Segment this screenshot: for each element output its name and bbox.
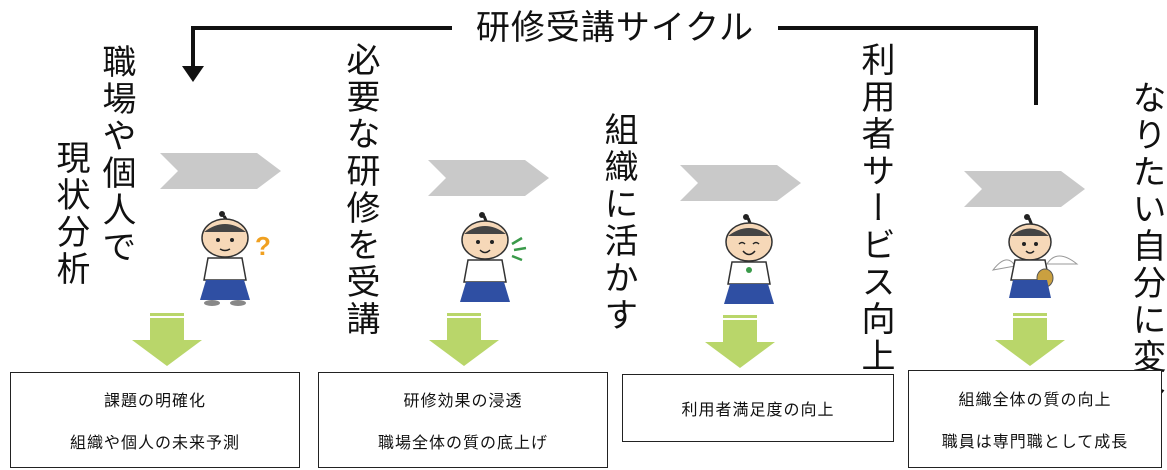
outcome-box-4: 組織全体の質の向上 職員は専門職として成長 [908,370,1162,468]
character-cheering [460,212,527,302]
outcome-box-1: 課題の明確化 組織や個人の未来予測 [10,372,300,468]
stage-text-3: 組織に活かす [598,112,638,334]
stage-text-2: 必要な研修を受講 [340,42,380,338]
cycle-arrow [182,26,1038,105]
stage-text-1b: 現状分析 [50,140,90,288]
character-thinking: ? [200,211,271,306]
stage-text-1: 職場や個人で [96,44,136,266]
outcome-box-1-line1: 課題の明確化 [103,391,206,410]
cycle-title: 研修受講サイクル [452,4,778,52]
down-arrow-4 [995,313,1065,366]
chevron-arrow-2 [428,160,549,196]
outcome-box-3-line1: 利用者満足度の向上 [681,400,835,419]
outcome-box-3: 利用者満足度の向上 [622,374,894,442]
character-smiling [724,214,774,304]
outcome-box-1-line2: 組織や個人の未来予測 [69,433,240,452]
chevron-arrow-1 [160,153,281,189]
character-winged [991,214,1079,298]
chevron-arrows [160,153,1085,207]
outcome-box-4-line2: 職員は専門職として成長 [941,432,1129,451]
chevron-arrow-4 [964,171,1085,207]
outcome-box-4-line1: 組織全体の質の向上 [958,390,1112,409]
down-arrow-3 [705,315,775,368]
down-arrows [132,313,1065,368]
svg-text:?: ? [255,231,271,261]
outcome-box-2-line2: 職場全体の質の底上げ [377,433,548,452]
outcome-box-2-line1: 研修効果の浸透 [403,391,523,410]
chevron-arrow-3 [680,165,801,201]
outcome-box-2: 研修効果の浸透 職場全体の質の底上げ [318,372,608,468]
stage-text-4: 利用者サービス向上 [855,42,895,375]
down-arrow-2 [429,313,499,366]
stage-text-5: なりたい自分に変身 [1126,80,1166,413]
down-arrow-1 [132,313,202,366]
